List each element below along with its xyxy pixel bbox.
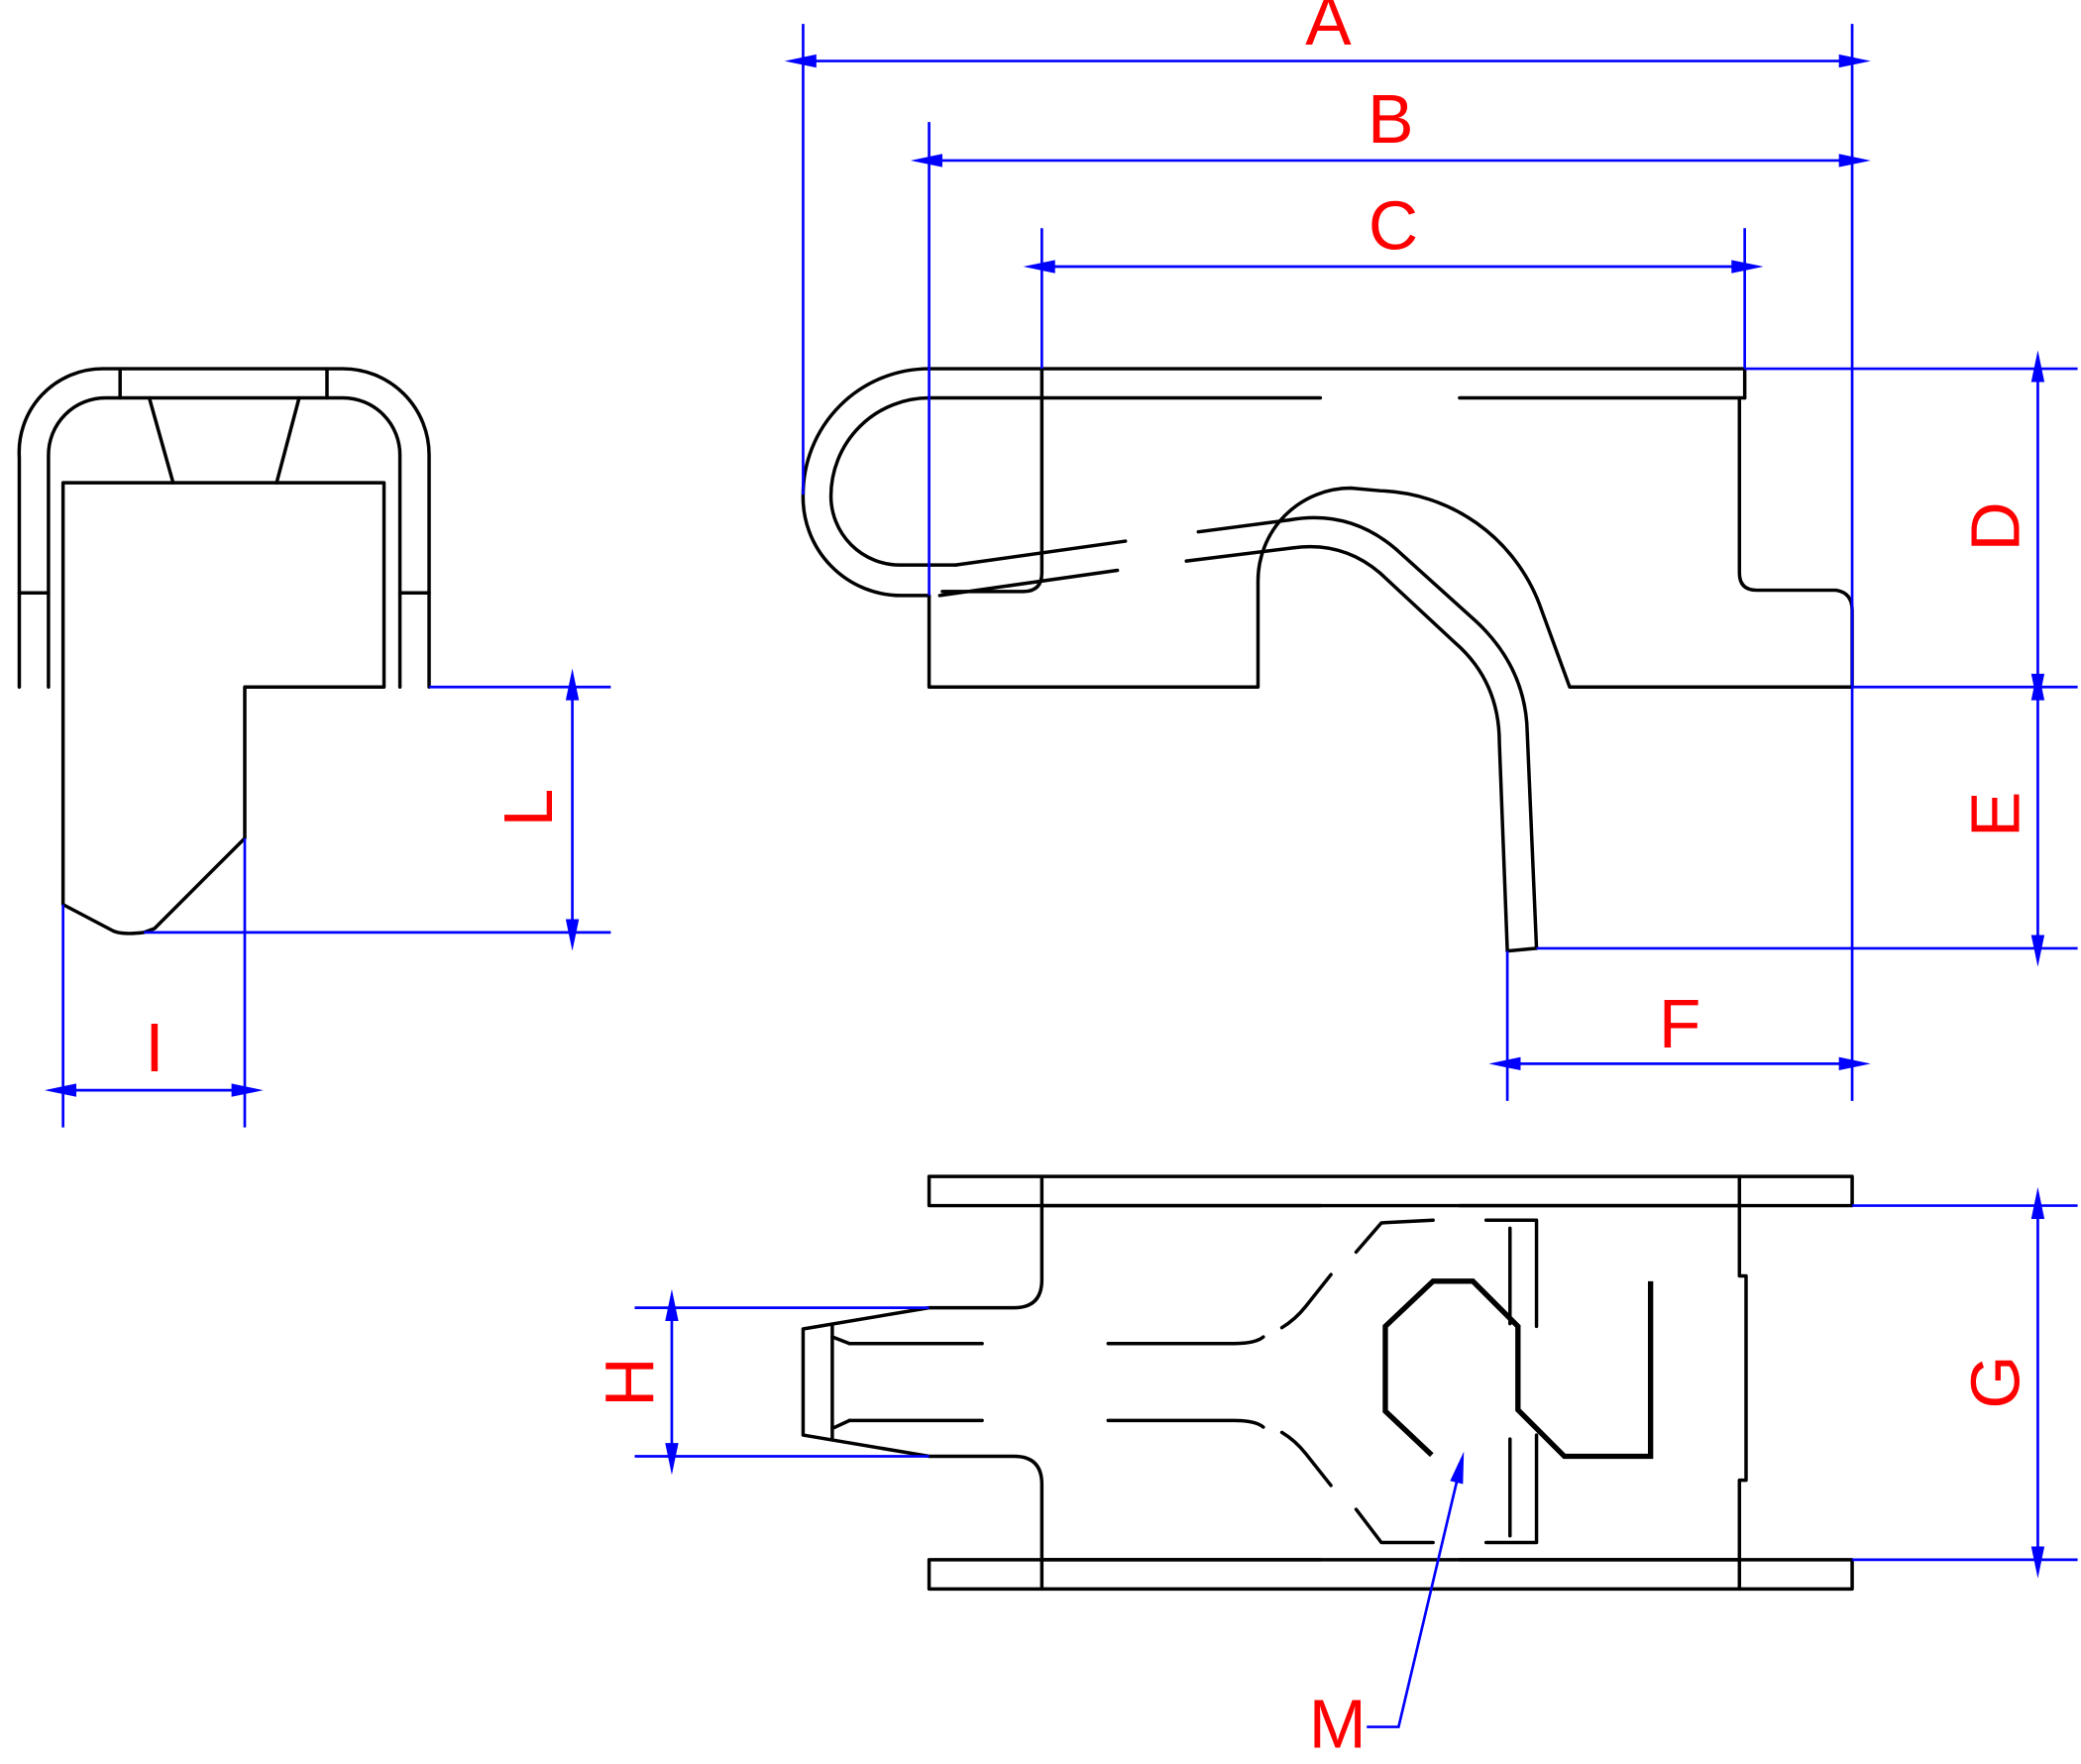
front-view-arm-upper-left [953, 539, 1128, 567]
top-view [801, 1174, 1854, 1592]
side-view-body [60, 481, 386, 936]
top-view-hidden-arc-lower [1279, 1430, 1435, 1545]
label-h: H [591, 1357, 668, 1406]
top-view-spring-outline [1382, 1278, 1654, 1460]
dimension-labels: A B C D E F G H I L M [145, 0, 2033, 1763]
top-view-body-left [801, 1203, 1044, 1562]
front-view-arm-lower-right [1184, 545, 1296, 563]
label-a: A [1305, 0, 1352, 59]
label-c: C [1369, 186, 1418, 264]
label-f: F [1659, 985, 1701, 1062]
label-g: G [1956, 1355, 2033, 1408]
side-view-outer-loop [17, 367, 431, 690]
front-view-base [927, 486, 1854, 690]
label-e: E [1956, 792, 2033, 837]
label-b: B [1368, 80, 1413, 158]
top-view-slot-upper-right [1106, 1335, 1265, 1346]
front-view-arm-upper-right [1196, 517, 1292, 534]
top-view-hidden-arc-upper [1279, 1218, 1435, 1330]
front-view-arm-lower-left [937, 568, 1120, 598]
side-view-inner-loop [47, 395, 402, 690]
label-i: I [145, 1009, 164, 1086]
top-view-lower-rail [927, 1558, 1854, 1592]
top-view-hidden-brackets [1483, 1218, 1539, 1545]
front-view-hook-outer [801, 367, 1747, 598]
side-view-tab [147, 395, 301, 485]
front-view-plate-right [1737, 395, 1854, 690]
label-m: M [1309, 1686, 1367, 1763]
front-view-spring-tip [1505, 946, 1539, 953]
label-d: D [1956, 501, 2033, 551]
top-view-nose-ticks [830, 1335, 852, 1431]
front-view [801, 367, 1854, 953]
side-view [17, 367, 431, 936]
front-view-plate-left [940, 367, 1044, 594]
top-view-upper-rail [927, 1174, 1854, 1208]
top-view-slot-lower-right [1106, 1418, 1265, 1429]
front-view-spring-inner [1291, 544, 1509, 953]
label-l: L [490, 789, 567, 827]
top-view-body-right [1737, 1203, 1748, 1562]
front-view-hook-inner [828, 395, 958, 567]
dimensions [44, 24, 2078, 1728]
front-view-spring-outer [1287, 515, 1539, 950]
leader-line-m [1367, 1451, 1465, 1728]
